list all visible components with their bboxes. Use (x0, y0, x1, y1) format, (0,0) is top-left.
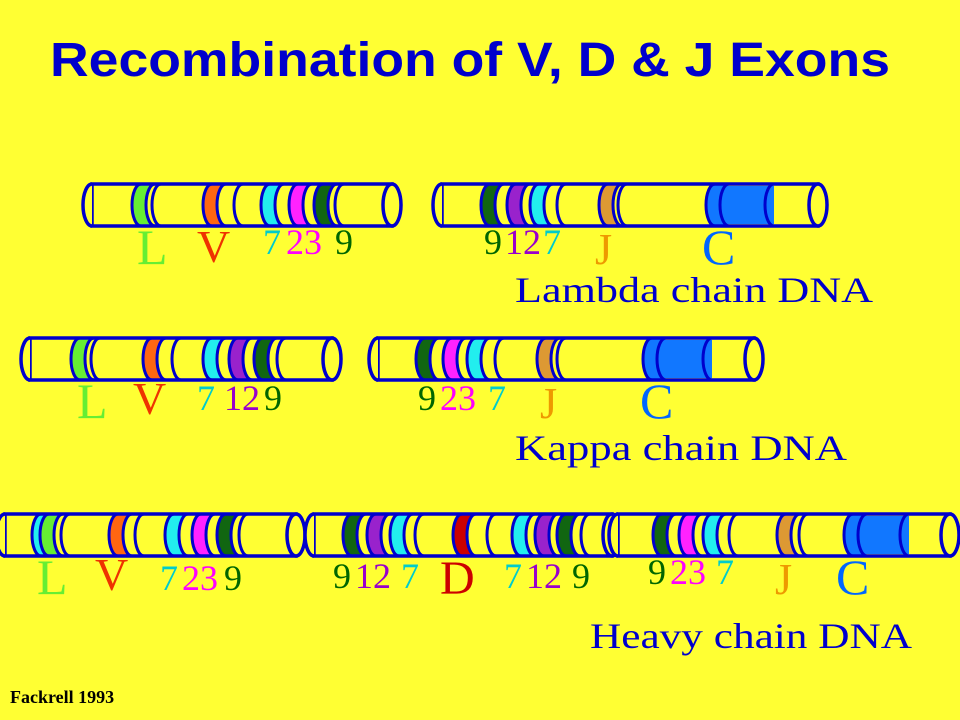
segment-label: 7 (160, 558, 178, 598)
segment-label: 9 (335, 222, 353, 262)
segment-boundary-arc (333, 182, 345, 228)
segment-label: 7 (488, 378, 506, 418)
credit-text: Fackrell 1993 (10, 687, 114, 707)
chain-caption: Lambda chain DNA (515, 270, 873, 310)
segment-label: 9 (648, 552, 666, 592)
segment-label: V (133, 373, 166, 424)
segment-label: 23 (440, 378, 476, 418)
chain-captions: Lambda chain DNA Kappa chain DNA Heavy cha… (515, 270, 912, 656)
segment-label: 23 (670, 552, 706, 592)
segment-label: J (595, 225, 612, 274)
segment-label: V (95, 549, 128, 600)
cylinder-right-cap (285, 512, 307, 558)
segment-boundary-arc (898, 512, 910, 558)
segment-label: 7 (716, 552, 734, 592)
segment-boundary-arc (493, 336, 505, 382)
chain-caption: Kappa chain DNA (515, 428, 847, 468)
segment-label: 9 (418, 378, 436, 418)
segment-label: 9 (572, 556, 590, 596)
segment-label: C (836, 549, 869, 605)
segment-label: J (775, 555, 792, 604)
segment-boundary-arc (579, 512, 591, 558)
segment-label: 9 (484, 222, 502, 262)
dna-cylinder (0, 512, 307, 558)
cylinder-left-cap (19, 336, 31, 382)
segment-boundary-arc (275, 336, 287, 382)
segment-label: 12 (355, 556, 391, 596)
segment-label: L (37, 549, 68, 605)
segment-label: 7 (504, 556, 522, 596)
segment-boundary-arc (89, 336, 101, 382)
cylinder-right-cap (743, 336, 765, 382)
dna-cylinders (0, 182, 960, 558)
segment-boundary-arc (555, 182, 567, 228)
segment-label: 7 (543, 222, 561, 262)
dna-cylinder (607, 512, 960, 558)
dna-cylinder (81, 182, 403, 228)
cylinder-left-cap (0, 512, 6, 558)
segment-boundary-arc (485, 512, 497, 558)
segment-boundary-arc (150, 182, 162, 228)
segment-boundary-arc (170, 336, 182, 382)
segment-label: C (640, 373, 673, 429)
segment-label: 7 (401, 556, 419, 596)
cylinder-left-cap (367, 336, 379, 382)
segment-boundary-arc (763, 182, 775, 228)
segment-label: 12 (526, 556, 562, 596)
segment-label: L (77, 373, 108, 429)
segment-label: 23 (286, 222, 322, 262)
segment-label: 9 (224, 558, 242, 598)
segment-label: 12 (224, 378, 260, 418)
segment-label: V (197, 221, 230, 272)
segment-label: D (440, 552, 475, 605)
segment-label: C (702, 219, 735, 275)
dna-cylinder (431, 182, 829, 228)
segment-boundary-arc (133, 512, 145, 558)
segment-label: 7 (263, 222, 281, 262)
cylinder-left-cap (81, 182, 93, 228)
segment-label: 23 (182, 558, 218, 598)
slide-title: Recombination of V, D & J Exons (50, 34, 890, 87)
segment-label: 12 (505, 222, 541, 262)
segment-boundary-arc (555, 336, 567, 382)
segment-boundary-arc (59, 512, 71, 558)
segment-boundary-arc (727, 512, 739, 558)
dna-cylinder (19, 336, 343, 382)
cylinder-left-cap (431, 182, 443, 228)
cylinder-right-cap (807, 182, 829, 228)
segment-boundary-arc (797, 512, 809, 558)
cylinder-left-cap (303, 512, 315, 558)
cylinder-right-cap (381, 182, 403, 228)
segment-label: 9 (333, 556, 351, 596)
segment-boundary-arc (413, 512, 425, 558)
cylinder-right-cap (321, 336, 343, 382)
segment-boundary-arc (232, 182, 244, 228)
segment-label: 9 (264, 378, 282, 418)
segment-boundary-arc (237, 512, 249, 558)
chain-caption: Heavy chain DNA (590, 616, 912, 656)
dna-cylinder (367, 336, 765, 382)
cylinder-right-cap (939, 512, 960, 558)
segment-boundary-arc (616, 182, 628, 228)
segment-label: J (540, 379, 557, 428)
cylinder-left-cap (607, 512, 619, 558)
segment-label: L (137, 219, 168, 275)
dna-cylinder (303, 512, 623, 558)
segment-boundary-arc (701, 336, 713, 382)
segment-label: 7 (197, 378, 215, 418)
